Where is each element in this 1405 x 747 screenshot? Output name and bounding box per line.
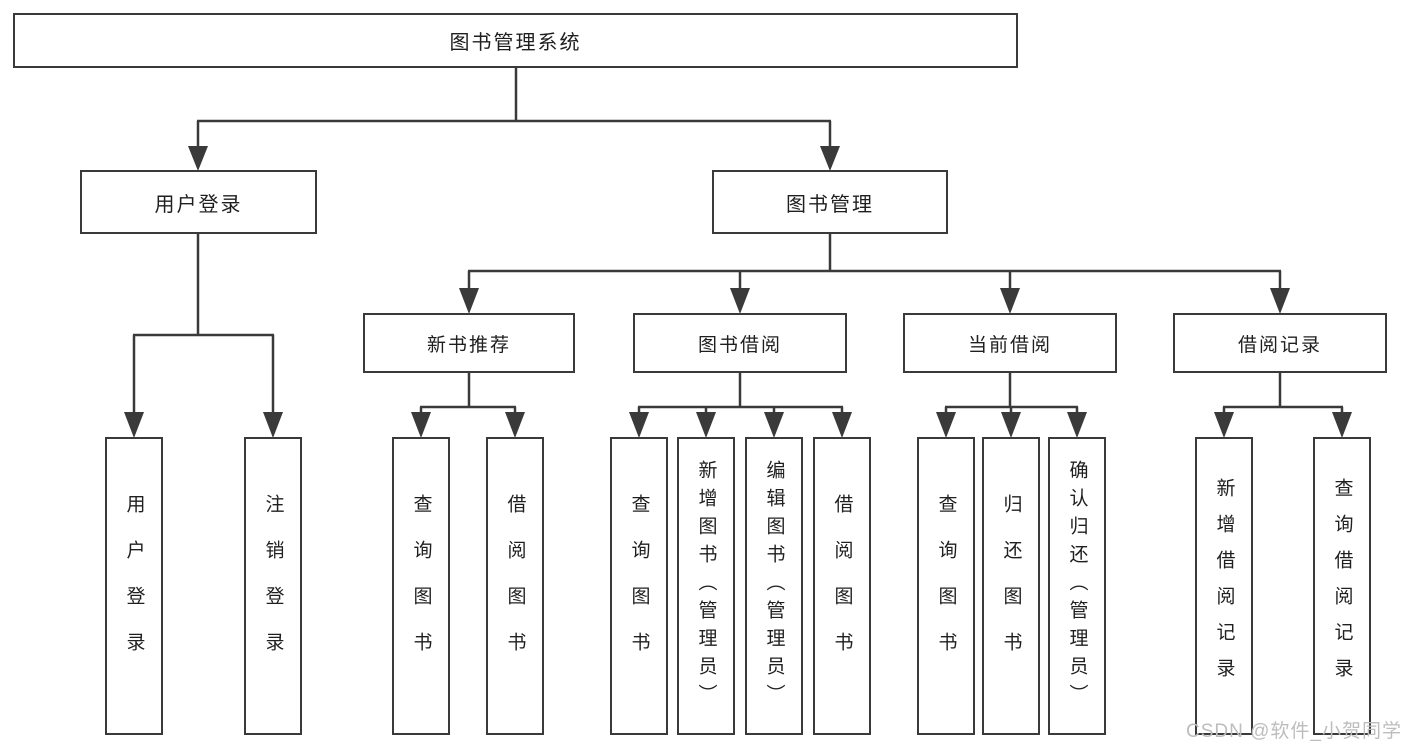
arrowhead: [1067, 412, 1087, 438]
node-new-book-recommend: 新书推荐: [363, 313, 575, 373]
leaf-label: 编辑图书（管理员）: [763, 460, 785, 712]
node-current-borrow: 当前借阅: [903, 313, 1117, 373]
leaf-label: 查询图书: [628, 494, 650, 678]
arrowhead: [696, 412, 716, 438]
arrowhead: [1270, 288, 1290, 314]
node-book-borrow: 图书借阅: [633, 313, 847, 373]
node-borrow-records: 借阅记录: [1173, 313, 1387, 373]
leaf-label: 新增借阅记录: [1213, 478, 1235, 694]
arrowhead: [124, 412, 144, 438]
leaf-query-borrow-record: 查询借阅记录: [1313, 437, 1371, 735]
leaf-query-books-borrow: 查询图书: [610, 437, 668, 735]
arrowhead: [936, 412, 956, 438]
csdn-watermark: CSDN @软件_小贺同学: [1186, 721, 1402, 742]
leaf-borrow-books-recommend: 借阅图书: [486, 437, 544, 735]
leaf-user-login: 用户登录: [105, 437, 163, 735]
leaf-confirm-return-admin: 确认归还（管理员）: [1048, 437, 1106, 735]
leaf-borrow-books: 借阅图书: [813, 437, 871, 735]
leaf-add-borrow-record: 新增借阅记录: [1195, 437, 1253, 735]
arrowhead: [629, 412, 649, 438]
leaf-label: 确认归还（管理员）: [1066, 460, 1088, 712]
node-root: 图书管理系统: [13, 13, 1018, 68]
arrowhead: [764, 412, 784, 438]
arrowhead: [1000, 288, 1020, 314]
leaf-label: 注销登录: [262, 494, 284, 678]
leaf-label: 用户登录: [123, 494, 145, 678]
arrowhead: [505, 412, 525, 438]
arrowhead: [411, 412, 431, 438]
arrowhead: [730, 288, 750, 314]
arrowhead: [459, 288, 479, 314]
node-book-management: 图书管理: [712, 170, 948, 234]
leaf-label: 新增图书（管理员）: [695, 460, 717, 712]
leaf-label: 归还图书: [1000, 494, 1022, 678]
leaf-label: 借阅图书: [831, 494, 853, 678]
arrowhead: [263, 412, 283, 438]
leaf-return-book: 归还图书: [982, 437, 1040, 735]
leaf-label: 查询图书: [935, 494, 957, 678]
leaf-label: 借阅图书: [504, 494, 526, 678]
arrowhead: [832, 412, 852, 438]
leaf-label: 查询图书: [410, 494, 432, 678]
leaf-logout: 注销登录: [244, 437, 302, 735]
leaf-add-book-admin: 新增图书（管理员）: [677, 437, 735, 735]
arrowhead: [820, 146, 840, 171]
arrowhead: [1001, 412, 1021, 438]
leaf-edit-book-admin: 编辑图书（管理员）: [745, 437, 803, 735]
arrowhead: [1214, 412, 1234, 438]
arrowhead: [1332, 412, 1352, 438]
node-user-login: 用户登录: [80, 170, 317, 234]
arrowhead: [188, 146, 208, 171]
leaf-query-books-recommend: 查询图书: [392, 437, 450, 735]
leaf-query-books-current: 查询图书: [917, 437, 975, 735]
leaf-label: 查询借阅记录: [1331, 478, 1353, 694]
